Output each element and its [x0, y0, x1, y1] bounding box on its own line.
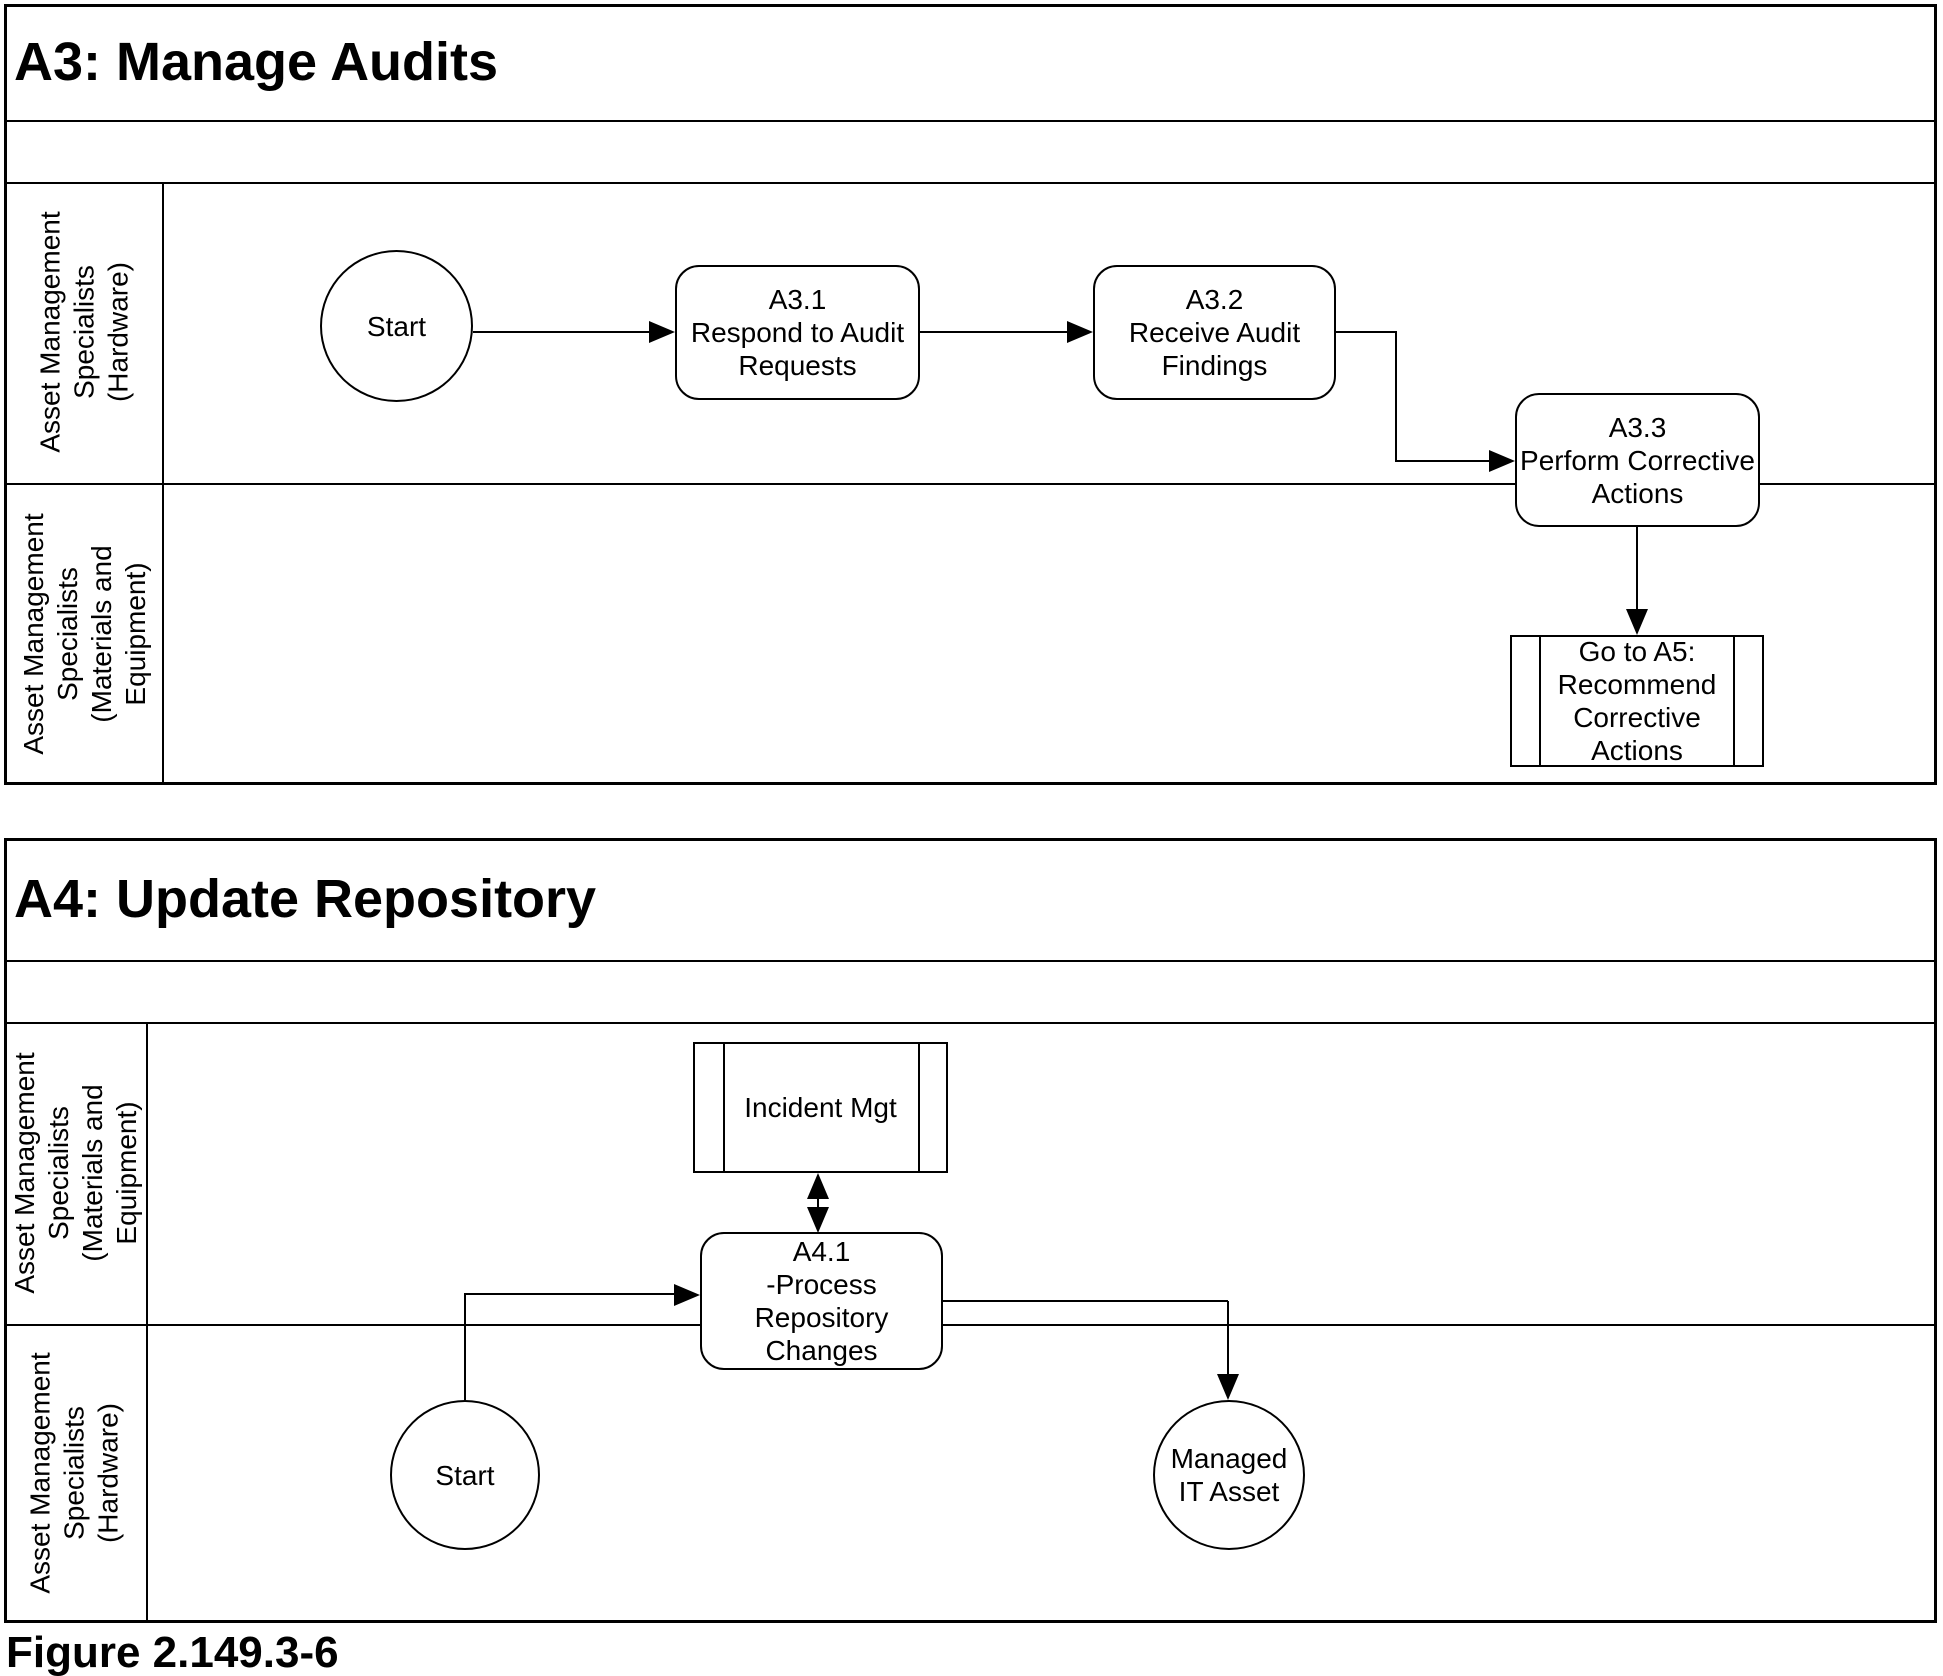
- flow-line-start-up: [464, 1294, 466, 1400]
- a3-lane-divider: [4, 483, 1937, 485]
- subprocess-right-bar: [918, 1044, 920, 1171]
- flow-line-incident-a4-1: [817, 1191, 819, 1213]
- flow-line-start-to-a3-1: [473, 331, 649, 333]
- subprocess-left-bar: [723, 1044, 725, 1171]
- flow-line-a3-2-elbow-h2: [1395, 460, 1489, 462]
- a3-process-box-a3-2: A3.2 Receive Audit Findings: [1093, 265, 1336, 400]
- a4-process-box-a4-1: A4.1 -Process Repository Changes: [700, 1232, 943, 1370]
- a4-start-node: Start: [390, 1400, 540, 1550]
- a4-lane-label-separator: [146, 1022, 148, 1623]
- arrowhead-into-a3-1: [649, 321, 675, 343]
- flow-line-a4-1-out: [941, 1300, 1228, 1302]
- arrowhead-into-incident-mgt: [807, 1173, 829, 1199]
- arrowhead-into-a4-1-left: [674, 1284, 700, 1306]
- subprocess-left-bar: [1539, 637, 1541, 765]
- a4-headerband-divider: [4, 1022, 1937, 1024]
- incident-mgt-label: Incident Mgt: [744, 1092, 897, 1123]
- flow-line-start-to-a4-1: [464, 1293, 674, 1295]
- a3-subprocess-goto-a5: Go to A5: Recommend Corrective Actions: [1510, 635, 1764, 767]
- arrowhead-into-a3-3: [1489, 450, 1515, 472]
- flow-line-a3-3-to-goto-a5: [1636, 527, 1638, 611]
- a3-process-box-a3-3: A3.3 Perform Corrective Actions: [1515, 393, 1760, 527]
- a3-process-box-a3-1: A3.1 Respond to Audit Requests: [675, 265, 920, 400]
- a3-lane-label-separator: [162, 182, 164, 785]
- a4-lane-label-hardware: Asset Management Specialists (Hardware): [24, 1352, 124, 1594]
- flow-line-a3-2-elbow-h1: [1336, 331, 1397, 333]
- a4-lane-label-materials: Asset Management Specialists (Materials …: [9, 1052, 142, 1294]
- figure-caption: Figure 2.149.3-6: [6, 1628, 339, 1676]
- flow-line-a3-2-elbow-v: [1395, 331, 1397, 462]
- diagram-a4-frame: [4, 838, 1937, 1623]
- a3-lane-label-hardware: Asset Management Specialists (Hardware): [34, 211, 134, 453]
- a4-subprocess-incident-mgt: Incident Mgt: [693, 1042, 948, 1173]
- a4-titleband-divider: [4, 960, 1937, 962]
- flow-line-a3-1-to-a3-2: [920, 331, 1067, 333]
- a3-headerband-divider: [4, 182, 1937, 184]
- a3-start-node: Start: [320, 250, 473, 402]
- diagram-a3-title: A3: Manage Audits: [14, 32, 499, 92]
- goto-a5-label: Go to A5: Recommend Corrective Actions: [1557, 636, 1717, 766]
- diagram-a3-frame: [4, 4, 1937, 785]
- arrowhead-into-a3-2: [1067, 321, 1093, 343]
- a3-lane-label-materials: Asset Management Specialists (Materials …: [18, 513, 151, 755]
- diagram-a4-title: A4: Update Repository: [14, 869, 597, 929]
- arrowhead-into-a4-1-top: [807, 1207, 829, 1233]
- arrowhead-into-goto-a5: [1626, 609, 1648, 635]
- a4-lane-divider: [4, 1324, 1937, 1326]
- flow-line-down-to-managed: [1227, 1301, 1229, 1376]
- a3-titleband-divider: [4, 120, 1937, 122]
- a4-managed-it-asset-node: Managed IT Asset: [1153, 1400, 1305, 1550]
- subprocess-right-bar: [1733, 637, 1735, 765]
- arrowhead-into-managed-it-asset: [1217, 1374, 1239, 1400]
